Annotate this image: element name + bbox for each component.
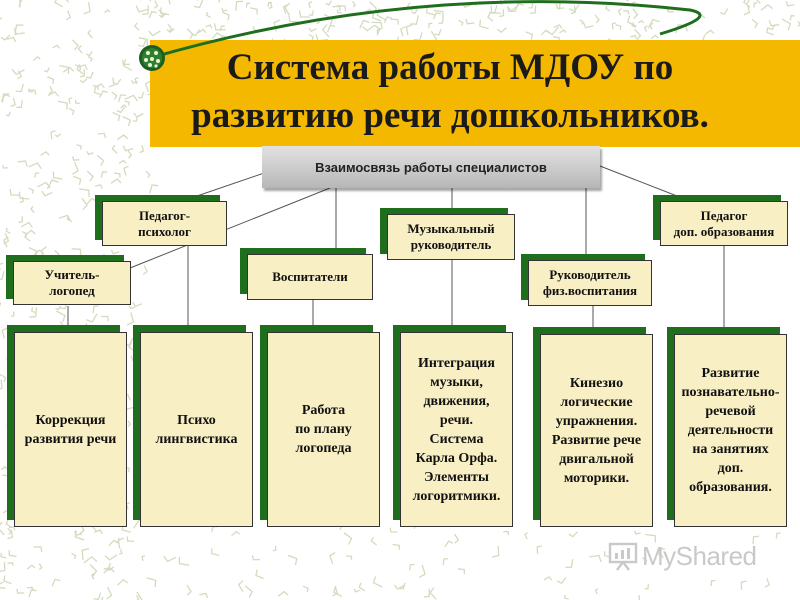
activity-music-label: Интеграция музыки, движения, речи. Систе… (412, 355, 501, 504)
node-music-director: Музыкальный руководитель (387, 214, 515, 260)
activity-music: Интеграция музыки, движения, речи. Систе… (400, 332, 513, 527)
presentation-board-icon (608, 542, 638, 571)
title-banner (150, 40, 800, 147)
activity-plan: Работа по плану логопеда (267, 332, 380, 527)
activity-kinesiology-label: Кинезио логические упражнения. Развитие … (551, 375, 642, 486)
activity-correction: Коррекция развития речи (14, 332, 127, 527)
title-line-2: развитию речи дошкольников. (191, 95, 709, 136)
page-title: Система работы МДОУ по развитию речи дош… (150, 44, 750, 140)
activity-development: Развитие познавательно- речевой деятельн… (674, 334, 787, 527)
node-additional-teacher-label: Педагог доп. образования (673, 207, 775, 239)
node-psychologist: Педагог- психолог (102, 201, 227, 246)
activity-psycholinguistics: Психо лингвистика (140, 332, 253, 527)
node-music-director-label: Музыкальный руководитель (407, 221, 495, 252)
node-educators-label: Воспитатели (272, 269, 348, 284)
title-line-1: Система работы МДОУ по (226, 47, 674, 88)
activity-correction-label: Коррекция развития речи (24, 412, 117, 447)
node-pe-director-label: Руководитель физ.воспитания (542, 267, 638, 298)
activity-development-label: Развитие познавательно- речевой деятельн… (681, 366, 780, 495)
node-speech-therapist: Учитель- логопед (13, 261, 131, 305)
root-node-label: Взаимосвязь работы специалистов (315, 159, 547, 175)
node-additional-teacher: Педагог доп. образования (660, 201, 788, 246)
node-pe-director: Руководитель физ.воспитания (528, 260, 652, 306)
watermark: MyShared (608, 540, 757, 572)
node-speech-therapist-label: Учитель- логопед (44, 267, 100, 298)
activity-kinesiology: Кинезио логические упражнения. Развитие … (540, 334, 653, 527)
activity-plan-label: Работа по плану логопеда (295, 403, 352, 456)
activity-psycholinguistics-label: Психо лингвистика (155, 412, 238, 447)
node-psychologist-label: Педагог- психолог (138, 207, 191, 239)
root-node: Взаимосвязь работы специалистов (262, 146, 600, 188)
sphere-icon (139, 45, 165, 71)
watermark-text: MyShared (642, 540, 757, 571)
node-educators: Воспитатели (247, 254, 373, 300)
